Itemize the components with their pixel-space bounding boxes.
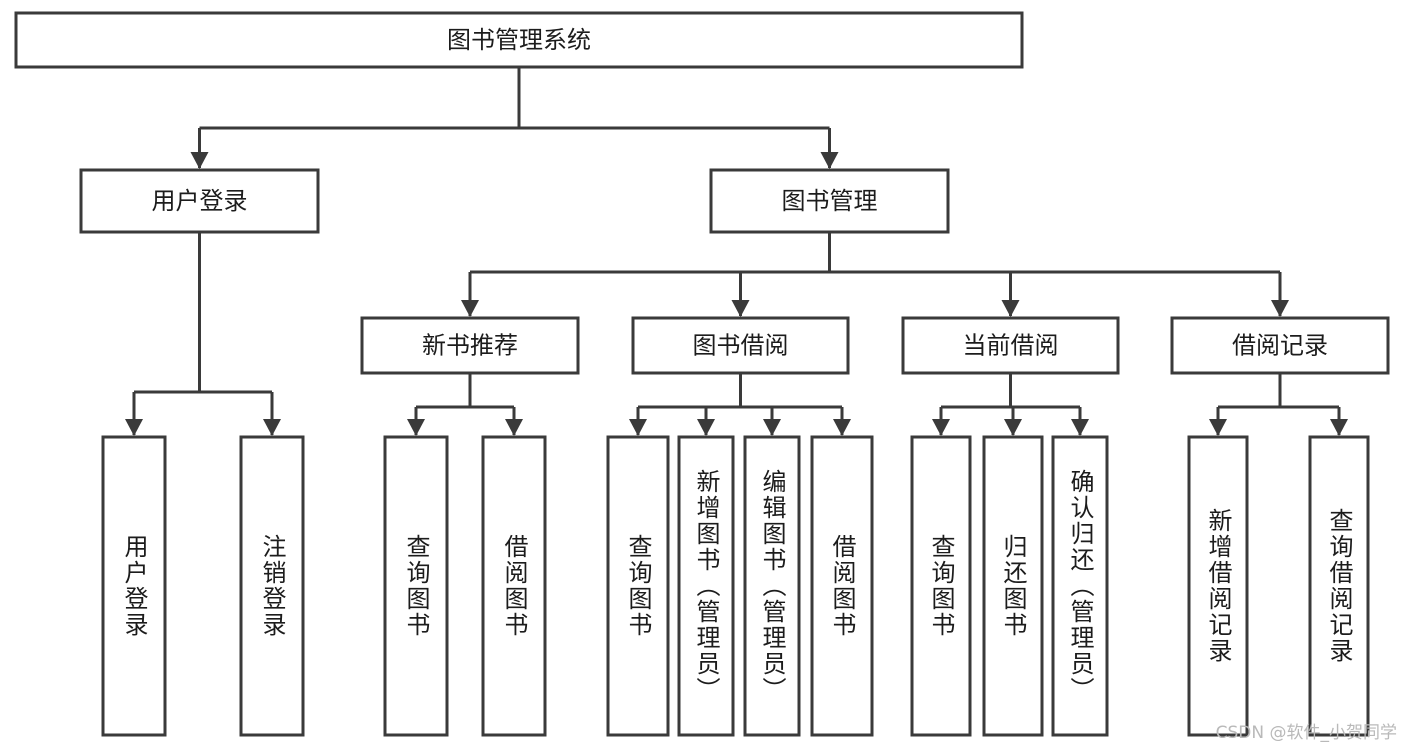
arrow-head-icon (697, 419, 715, 436)
level2-label-2: 当前借阅 (963, 332, 1059, 360)
leaf-box-7[interactable] (810, 435, 874, 737)
leaf-box-5[interactable] (677, 435, 735, 737)
arrow-head-icon (1209, 419, 1227, 436)
level2-label-3: 借阅记录 (1232, 332, 1328, 360)
leaf-box-2[interactable] (383, 435, 449, 737)
leaf-box-0[interactable] (101, 435, 167, 737)
arrow-head-icon (1001, 300, 1020, 317)
node-box-layer (14, 11, 1390, 737)
arrow-head-icon (1004, 419, 1022, 436)
level1-box-0[interactable] (79, 168, 320, 234)
level1-label-1: 图书管理 (782, 187, 878, 215)
connector-layer (125, 67, 1348, 436)
arrow-head-icon (731, 300, 750, 317)
watermark: CSDN @软件_小贺同学 (1215, 723, 1397, 743)
leaf-box-1[interactable] (239, 435, 305, 737)
arrow-head-icon (263, 419, 281, 436)
arrow-head-icon (833, 419, 851, 436)
arrow-head-icon (125, 419, 143, 436)
arrow-head-icon (1330, 419, 1348, 436)
arrow-head-icon (629, 419, 647, 436)
arrow-head-icon (1071, 419, 1089, 436)
arrow-head-icon (461, 300, 479, 317)
leaf-box-3[interactable] (481, 435, 547, 737)
level2-box-0[interactable] (360, 316, 580, 375)
arrow-head-icon (407, 419, 425, 436)
root-box-0[interactable] (14, 11, 1024, 69)
leaf-box-9[interactable] (982, 435, 1044, 737)
leaf-box-12[interactable] (1308, 435, 1370, 737)
level1-box-1[interactable] (709, 168, 950, 234)
arrow-head-icon (1271, 300, 1289, 317)
arrow-head-icon (190, 152, 209, 169)
root-label-0: 图书管理系统 (447, 26, 591, 54)
leaf-box-11[interactable] (1187, 435, 1249, 737)
arrow-head-icon (932, 419, 950, 436)
leaf-box-4[interactable] (606, 435, 670, 737)
leaf-box-6[interactable] (743, 435, 801, 737)
level2-box-2[interactable] (901, 316, 1120, 375)
level2-box-3[interactable] (1170, 316, 1390, 375)
leaf-box-8[interactable] (910, 435, 972, 737)
level1-label-0: 用户登录 (152, 187, 248, 215)
arrow-head-icon (820, 152, 839, 169)
leaf-box-10[interactable] (1051, 435, 1109, 737)
level2-box-1[interactable] (631, 316, 850, 375)
level2-label-1: 图书借阅 (693, 332, 789, 360)
arrow-head-icon (505, 419, 523, 436)
arrow-head-icon (763, 419, 781, 436)
level2-label-0: 新书推荐 (422, 332, 518, 360)
